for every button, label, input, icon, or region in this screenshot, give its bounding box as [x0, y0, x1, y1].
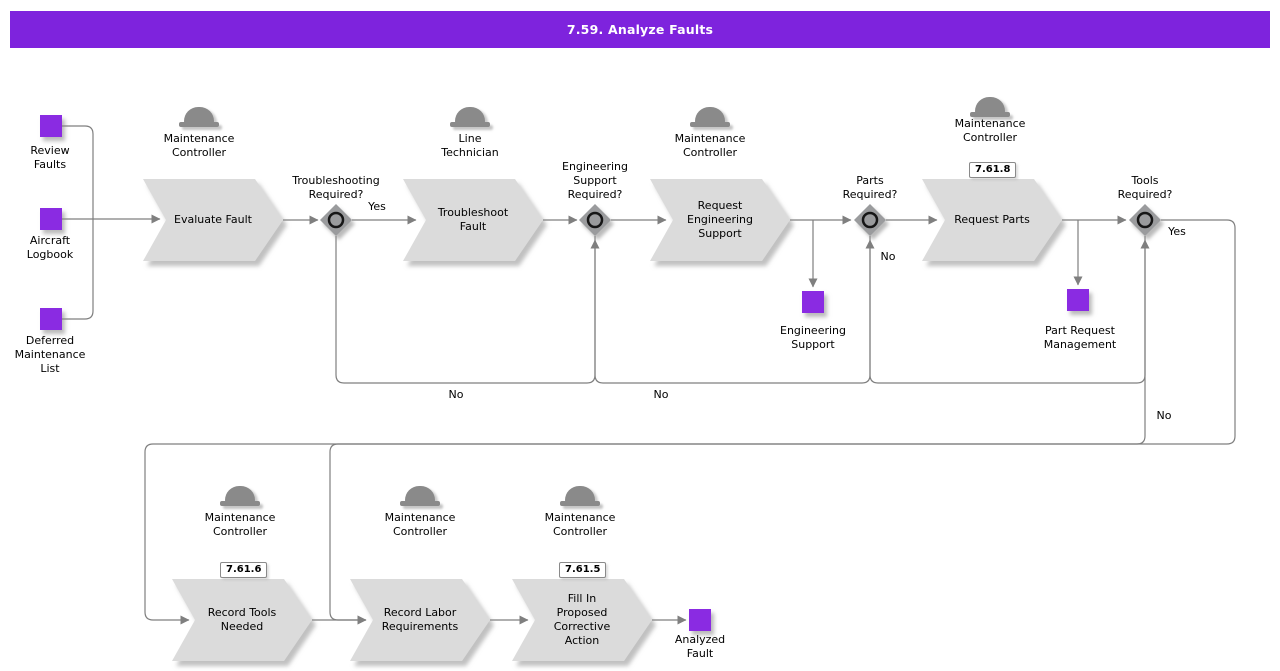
- page-title: 7.59. Analyze Faults: [566, 22, 714, 37]
- ref-number-badge: 7.61.5: [559, 562, 607, 578]
- role-hat-icon: [560, 486, 600, 508]
- gateway-troubleshooting-required[interactable]: [320, 204, 352, 236]
- gateway-parts-required[interactable]: [854, 204, 886, 236]
- activity-fill-in-proposed-corrective-action[interactable]: [512, 579, 652, 661]
- ref-number-badge: 7.61.8: [969, 162, 1017, 178]
- gateway-circle-icon: [861, 211, 879, 229]
- gateway-circle-icon: [1136, 211, 1154, 229]
- connector-gw-troubleshooting-no: [335, 236, 600, 384]
- data-object-deferred-maintenance-list[interactable]: [40, 308, 62, 330]
- connector-inputs-bracket: [62, 125, 94, 320]
- data-object-engineering-support[interactable]: [802, 291, 824, 313]
- role-hat-icon: [179, 107, 219, 129]
- data-object-review-faults[interactable]: [40, 115, 62, 137]
- role-hat-icon: [450, 107, 490, 129]
- role-hat-icon: [400, 486, 440, 508]
- connector-gw-engineering-no: [594, 236, 875, 384]
- role-hat-icon: [220, 486, 260, 508]
- title-bar: 7.59. Analyze Faults: [10, 11, 1270, 48]
- data-object-analyzed-fault[interactable]: [689, 609, 711, 631]
- activity-troubleshoot-fault[interactable]: [403, 179, 543, 261]
- gateway-circle-icon: [327, 211, 345, 229]
- role-hat-icon: [970, 97, 1010, 119]
- gateway-tools-required[interactable]: [1129, 204, 1161, 236]
- activity-request-engineering-support[interactable]: [650, 179, 790, 261]
- gateway-engineering-support-required[interactable]: [579, 204, 611, 236]
- activity-record-labor-requirements[interactable]: [350, 579, 490, 661]
- connector-gw-tools-no: [329, 236, 1146, 625]
- data-object-aircraft-logbook[interactable]: [40, 208, 62, 230]
- role-hat-icon: [690, 107, 730, 129]
- data-object-part-request-management[interactable]: [1067, 289, 1089, 311]
- gateway-circle-icon: [586, 211, 604, 229]
- activity-record-tools-needed[interactable]: [172, 579, 312, 661]
- activity-request-parts[interactable]: [922, 179, 1062, 261]
- activity-evaluate-fault[interactable]: [143, 179, 283, 261]
- connector-gw-tools-yes: [144, 219, 1236, 625]
- ref-number-badge: 7.61.6: [220, 562, 268, 578]
